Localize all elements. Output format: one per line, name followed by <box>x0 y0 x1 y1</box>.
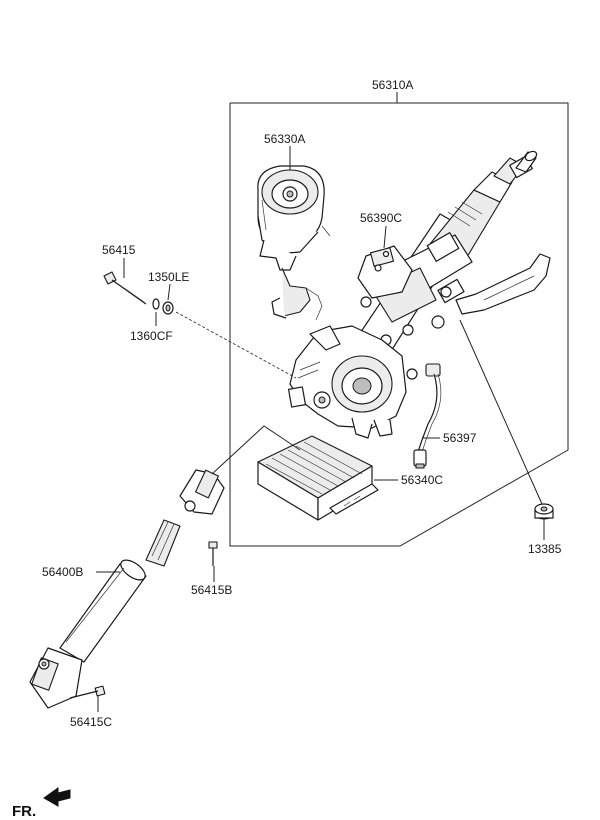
label-13385: 13385 <box>528 542 562 556</box>
label-56310a: 56310A <box>372 78 413 92</box>
steering-column <box>329 150 551 393</box>
bracket-56390c <box>357 245 413 308</box>
washer-1350le <box>162 301 174 315</box>
label-56397: 56397 <box>443 431 477 445</box>
bolt-56415 <box>103 271 147 305</box>
leader-56415-dash <box>175 311 297 379</box>
washer-1360cf <box>152 298 160 310</box>
label-56400b: 56400B <box>42 565 83 579</box>
bolt-56415b <box>208 541 218 566</box>
bolt-56415c <box>69 685 106 699</box>
fr-label: FR. <box>12 803 36 820</box>
label-56340c: 56340C <box>401 473 443 487</box>
assembly-boundary <box>229 102 569 547</box>
leader-56390c <box>383 225 387 249</box>
label-56415: 56415 <box>102 243 136 257</box>
ecu-56340c <box>257 435 379 521</box>
gear-housing <box>287 325 418 439</box>
harness-56397 <box>413 363 442 469</box>
motor-56330a <box>257 165 331 321</box>
label-56390c: 56390C <box>360 211 402 225</box>
forward-arrow-icon <box>43 787 71 807</box>
leader-13385-dash <box>459 319 543 505</box>
label-56415b: 56415B <box>191 583 232 597</box>
label-56415c: 56415C <box>70 715 112 729</box>
label-1350le: 1350LE <box>148 270 189 284</box>
label-1360cf: 1360CF <box>130 329 173 343</box>
nut-13385 <box>534 503 554 520</box>
leader-shaft-to-column <box>211 425 301 475</box>
shaft-56400b <box>29 469 225 709</box>
leader-1350le <box>167 283 171 301</box>
label-56330a: 56330A <box>264 132 305 146</box>
